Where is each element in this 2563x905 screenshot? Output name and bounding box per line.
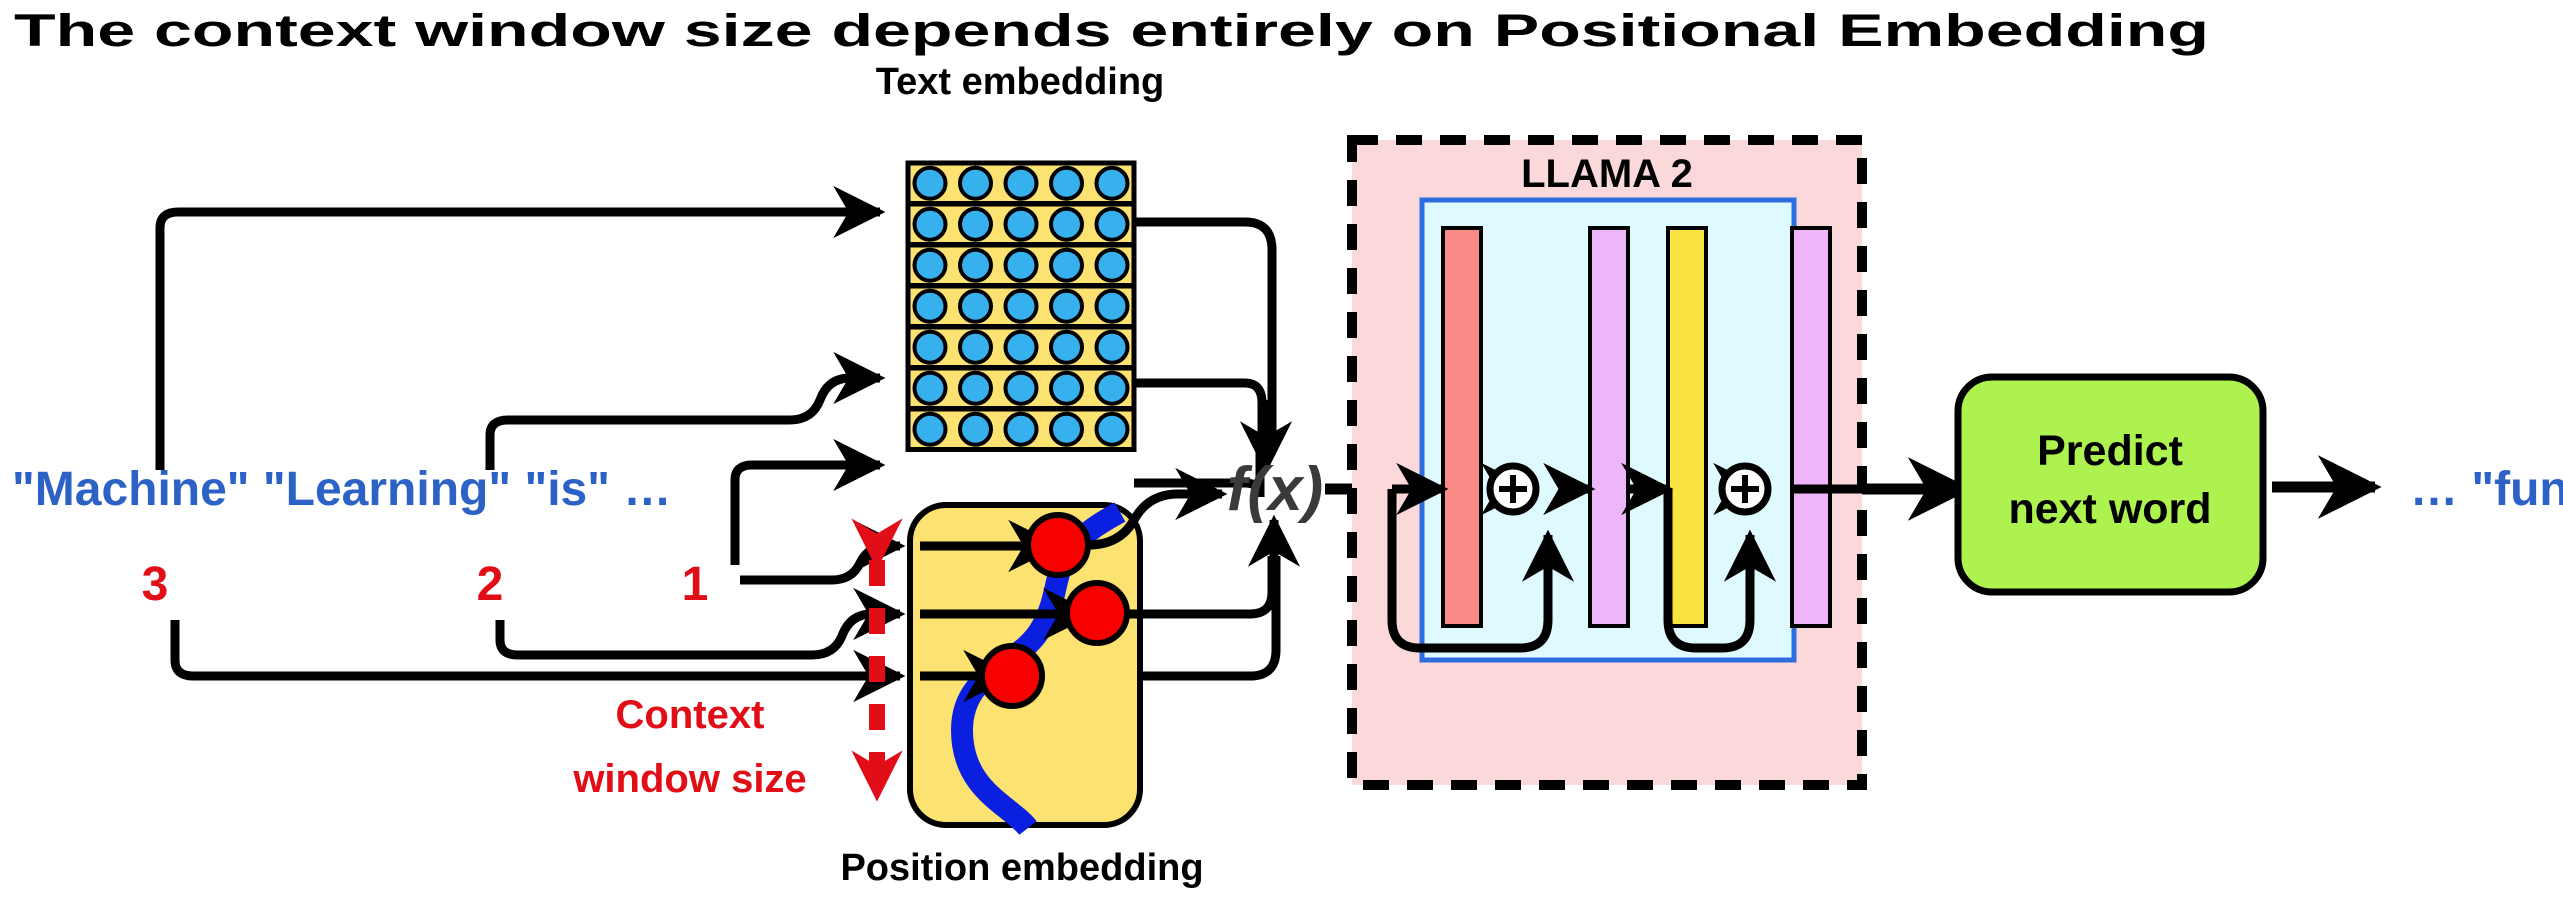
llama-title: LLAMA 2 xyxy=(1521,152,1693,196)
embedding-cell-dot xyxy=(958,165,993,201)
embedding-cell-dot xyxy=(958,288,993,324)
input-tokens-label: "Machine" "Learning" "is" … xyxy=(12,463,671,516)
embedding-cell-dot xyxy=(1094,247,1130,283)
context-window-line-2: window size xyxy=(572,757,806,801)
embedding-cell-dot xyxy=(1094,370,1130,406)
position-routing-lines xyxy=(170,519,906,703)
embedding-cell-dot xyxy=(1049,288,1084,324)
embedding-cell-dot xyxy=(912,411,948,447)
predict-line-2: next word xyxy=(2008,485,2211,533)
embedding-cell-dot xyxy=(1094,329,1130,365)
embedding-cell-dot xyxy=(912,165,948,201)
llama-bar-feedforward-a xyxy=(1588,226,1630,628)
token-routing-lines xyxy=(155,185,886,565)
predict-next-word-box[interactable] xyxy=(1954,373,2267,596)
embedding-cell-dot xyxy=(912,206,948,242)
embedding-cell-dot xyxy=(912,370,948,406)
text-embedding-grid xyxy=(905,160,1137,452)
embedding-cell-dot xyxy=(1003,247,1039,283)
llama-bars xyxy=(1441,226,1832,628)
position-index-1: 1 xyxy=(682,558,709,611)
position-index-3: 3 xyxy=(142,558,169,611)
embedding-cell-dot xyxy=(1003,165,1039,201)
embedding-cell-dot xyxy=(958,247,993,283)
embedding-cell-dot xyxy=(1003,329,1039,365)
embedding-cell-dot xyxy=(958,411,993,447)
fx-symbol: f(x) xyxy=(1227,455,1323,524)
embedding-cell-dot xyxy=(1049,411,1084,447)
embedding-cell-dot xyxy=(912,329,948,365)
position-embedding-label: Position embedding xyxy=(840,847,1203,889)
embedding-cell-dot xyxy=(958,206,993,242)
embedding-cell-dot xyxy=(958,370,993,406)
embedding-cell-dot xyxy=(1003,370,1039,406)
llama-bar-feedforward-b xyxy=(1790,226,1832,628)
position-index-2: 2 xyxy=(477,558,504,611)
embedding-cell-dot xyxy=(1003,288,1039,324)
context-window-line-1: Context xyxy=(616,693,765,737)
embedding-cell-dot xyxy=(1094,288,1130,324)
embedding-cell-dot xyxy=(1049,329,1084,365)
residual-add-node-2 xyxy=(1718,462,1772,516)
text-embedding-label: Text embedding xyxy=(876,61,1165,103)
page-title: The context window size depends entirely… xyxy=(14,5,2209,56)
embedding-cell-dot xyxy=(1003,206,1039,242)
embedding-cell-dot xyxy=(912,288,948,324)
embedding-cell-dot xyxy=(1049,165,1084,201)
predict-line-1: Predict xyxy=(2037,427,2183,475)
embedding-cell-dot xyxy=(1049,206,1084,242)
llama-bar-attention xyxy=(1441,226,1483,628)
text-embedding-output-lines xyxy=(1134,217,1293,498)
embedding-cell-dot xyxy=(1049,247,1084,283)
position-embedding-dots xyxy=(979,512,1130,709)
embedding-cell-dot xyxy=(958,329,993,365)
embedding-cell-dot xyxy=(1003,411,1039,447)
embedding-cell-dot xyxy=(1049,370,1084,406)
embedding-cell-dot xyxy=(1094,206,1130,242)
embedding-cell-dot xyxy=(1094,165,1130,201)
llama-bar-norm xyxy=(1666,226,1708,628)
embedding-cell-dot xyxy=(912,247,948,283)
position-embedding-output-lines xyxy=(1087,467,1301,681)
llama-flow-lines xyxy=(1387,457,1972,653)
output-token-label: … "fun" xyxy=(2410,463,2563,516)
embedding-cell-dot xyxy=(1094,411,1130,447)
residual-add-node-1 xyxy=(1486,462,1540,516)
